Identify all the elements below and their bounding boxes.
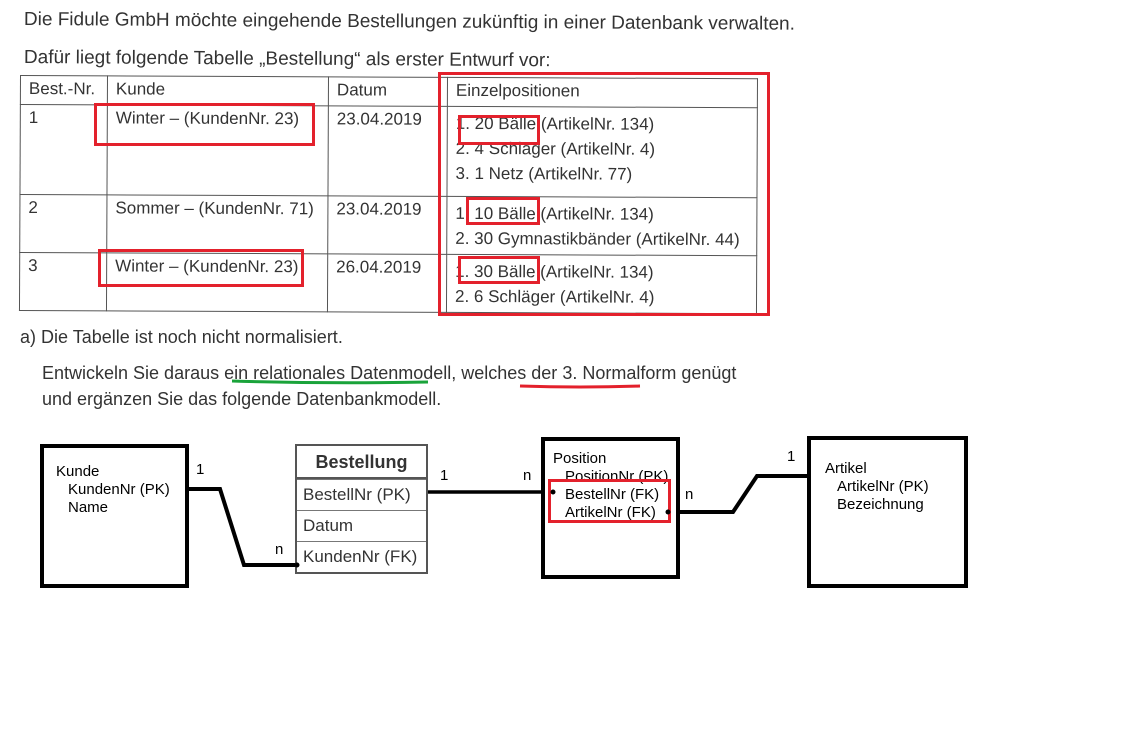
highlight-quantity-row3 (458, 256, 540, 284)
attribute: KundenNr (PK) (68, 481, 170, 498)
term-relational-model: relationales Datenmodell, (253, 363, 457, 383)
header-date: Datum (328, 76, 448, 107)
attribute: BestellNr (PK) (297, 479, 426, 510)
underline-normal-form (519, 384, 641, 389)
task-b-line-1: Entwickeln Sie daraus ein relationales D… (42, 363, 736, 384)
order-number: 2 (19, 194, 107, 253)
entity-name: Bestellung (297, 446, 426, 479)
entity-kunde: Kunde KundenNr (PK) Name (40, 444, 189, 588)
cardinality-bestellung-kunde: n (275, 541, 284, 558)
attribute: ArtikelNr (FK) (565, 504, 656, 521)
highlight-quantity-row2 (466, 197, 540, 225)
term-third-normal-form: 3. Normalform (562, 363, 677, 383)
cardinality-position-artikel: n (685, 486, 694, 503)
attribute: Bezeichnung (837, 496, 924, 513)
highlight-foreign-keys (548, 479, 671, 523)
cardinality-artikel: 1 (787, 448, 796, 465)
attribute: Name (68, 499, 109, 516)
cardinality-kunde: 1 (196, 461, 205, 478)
highlight-customer-row1 (94, 103, 315, 146)
date-cell: 23.04.2019 (327, 195, 447, 255)
highlight-items-column (438, 72, 770, 316)
task-text: genügt (676, 363, 737, 383)
cardinality-position-bestellung: n (523, 467, 532, 484)
attribute: KundenNr (FK) (297, 541, 426, 572)
date-cell: 26.04.2019 (327, 253, 447, 313)
highlight-quantity-row1 (458, 115, 540, 145)
task-a-text: a) Die Tabelle ist noch nicht normalisie… (20, 327, 343, 347)
customer-cell: Sommer – (KundenNr. 71) (106, 194, 328, 254)
intro-line-2: Dafür liegt folgende Tabelle „Bestellung… (23, 47, 551, 72)
cardinality-bestellung-position: 1 (440, 467, 449, 484)
intro-line-1: Die Fidule GmbH möchte eingehende Bestel… (23, 9, 796, 35)
attribute: BestellNr (FK) (565, 486, 660, 503)
highlight-customer-row3 (98, 249, 304, 287)
attribute: ArtikelNr (PK) (837, 478, 929, 495)
entity-name: Kunde (56, 463, 100, 480)
entity-name: Artikel (825, 460, 867, 477)
entity-artikel: Artikel ArtikelNr (PK) Bezeichnung (807, 436, 968, 588)
task-text: welches der (456, 363, 563, 383)
header-order-number: Best.-Nr. (20, 75, 108, 105)
task-b-line-2: und ergänzen Sie das folgende Datenbankm… (42, 389, 442, 409)
attribute: Datum (297, 510, 426, 541)
entity-name: Position (553, 450, 607, 467)
date-cell: 23.04.2019 (327, 105, 448, 197)
entity-bestellung: Bestellung BestellNr (PK) Datum KundenNr… (295, 444, 428, 574)
header-customer: Kunde (107, 75, 329, 106)
order-number: 3 (19, 252, 107, 311)
task-text: Entwickeln Sie daraus ein (42, 363, 254, 383)
